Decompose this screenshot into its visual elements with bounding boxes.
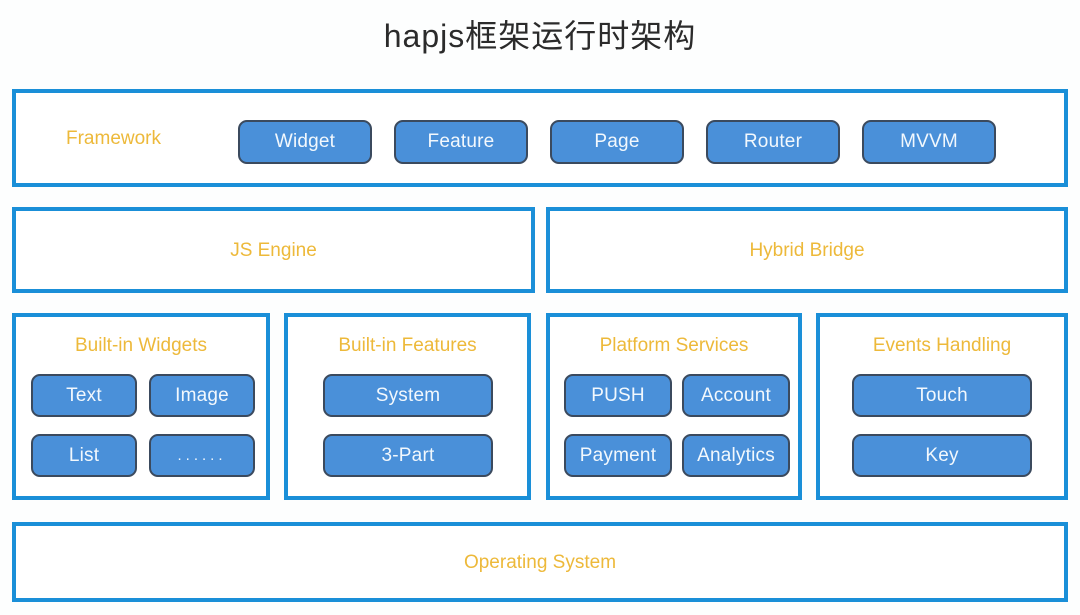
- built-in-features-title: Built-in Features: [338, 335, 477, 356]
- feature-item-3-part[interactable]: 3-Part: [323, 434, 493, 477]
- platform-item-account[interactable]: Account: [682, 374, 790, 417]
- hybrid-bridge-label: Hybrid Bridge: [749, 240, 865, 261]
- widget-item-list[interactable]: List: [31, 434, 137, 477]
- operating-system-box: Operating System: [12, 522, 1068, 602]
- operating-system-label: Operating System: [463, 552, 617, 573]
- framework-item-page[interactable]: Page: [550, 120, 684, 164]
- feature-item-system[interactable]: System: [323, 374, 493, 417]
- events-handling-box: Events Handling Touch Key: [816, 313, 1068, 500]
- hybrid-bridge-box: Hybrid Bridge: [546, 207, 1068, 293]
- widget-item-more[interactable]: ......: [149, 434, 255, 477]
- platform-item-analytics[interactable]: Analytics: [682, 434, 790, 477]
- framework-layer-box: Framework Widget Feature Page Router MVV…: [12, 89, 1068, 187]
- framework-item-router[interactable]: Router: [706, 120, 840, 164]
- event-item-key[interactable]: Key: [852, 434, 1032, 477]
- widget-item-image[interactable]: Image: [149, 374, 255, 417]
- page-title: hapjs框架运行时架构: [383, 18, 697, 54]
- events-handling-title: Events Handling: [872, 335, 1012, 356]
- platform-item-push[interactable]: PUSH: [564, 374, 672, 417]
- framework-item-feature[interactable]: Feature: [394, 120, 528, 164]
- framework-item-widget[interactable]: Widget: [238, 120, 372, 164]
- js-engine-label: JS Engine: [230, 240, 317, 261]
- built-in-features-box: Built-in Features System 3-Part: [284, 313, 531, 500]
- built-in-widgets-box: Built-in Widgets Text Image List ......: [12, 313, 270, 500]
- framework-layer-label: Framework: [66, 128, 162, 149]
- event-item-touch[interactable]: Touch: [852, 374, 1032, 417]
- framework-item-mvvm[interactable]: MVVM: [862, 120, 996, 164]
- platform-item-payment[interactable]: Payment: [564, 434, 672, 477]
- built-in-widgets-title: Built-in Widgets: [75, 335, 207, 356]
- platform-services-title: Platform Services: [599, 335, 749, 356]
- widget-item-text[interactable]: Text: [31, 374, 137, 417]
- js-engine-box: JS Engine: [12, 207, 535, 293]
- platform-services-box: Platform Services PUSH Account Payment A…: [546, 313, 802, 500]
